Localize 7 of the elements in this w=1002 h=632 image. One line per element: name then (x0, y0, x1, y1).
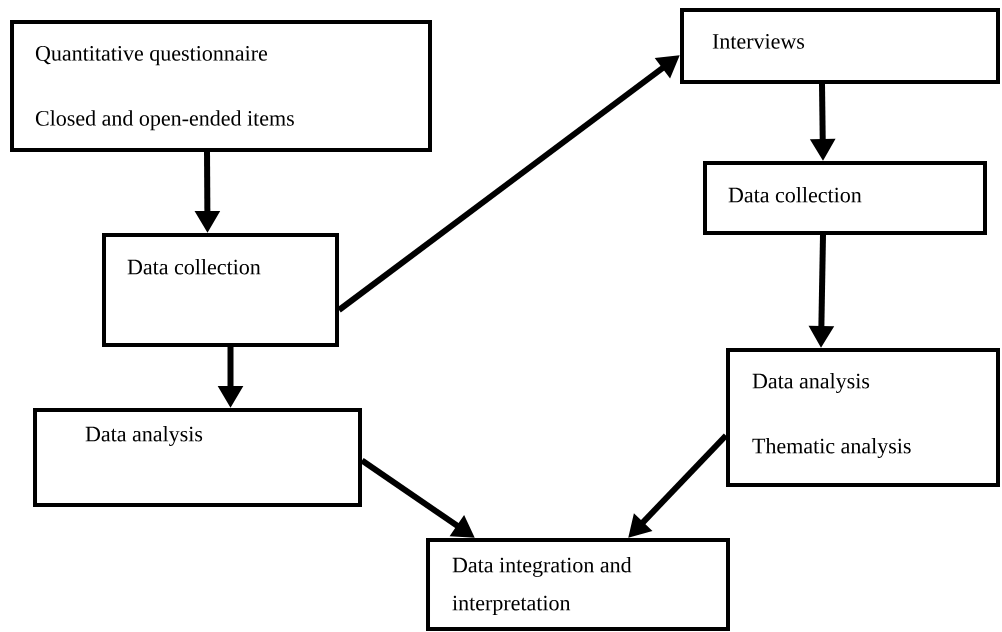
process-box: Data analysis Thematic analysis (726, 348, 1000, 487)
process-box: Data collection (102, 233, 339, 347)
process-box: Data collection (703, 161, 987, 235)
process-box: Data analysis (33, 408, 362, 507)
process-box: Interviews (680, 8, 1000, 84)
process-box: Data integration and interpretation (426, 538, 730, 631)
process-box: Quantitative questionnaire Closed and open-ended items (10, 20, 432, 152)
